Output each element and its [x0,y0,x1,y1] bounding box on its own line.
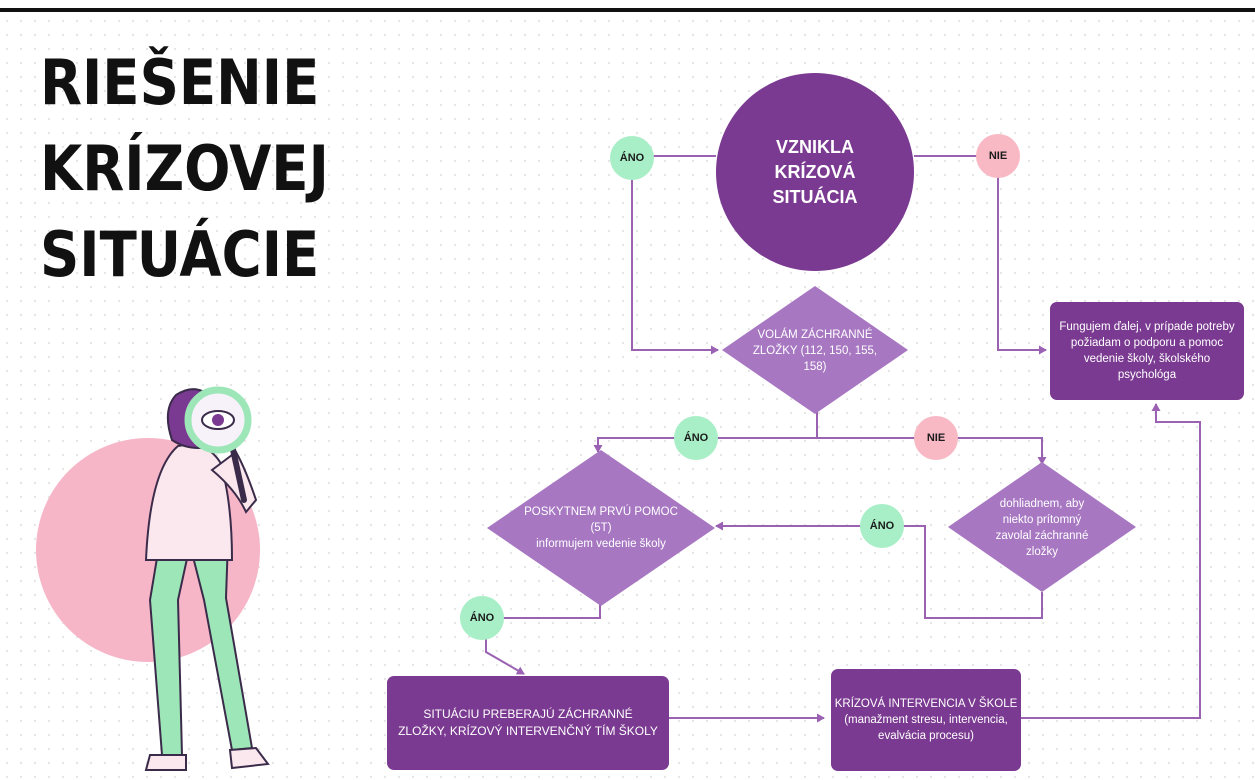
woman-with-magnifier-illustration [36,386,270,771]
label-yes-2: ÁNO [683,432,709,444]
node-start-shape [716,73,914,271]
node-continue-text: Fungujem ďalej, v prípade potreby požiad… [1059,321,1235,381]
label-yes-4: ÁNO [469,612,495,624]
pill-yes-1 [610,136,654,180]
intervention-line-2: (manažment stresu, intervencia, evalváci… [844,714,1008,742]
node-call-text: VOLÁM ZÁCHRANNÉ ZLOŽKY (112, 150, 155, 1… [752,329,878,373]
shoe-right [228,746,270,770]
intervention-line-1: KRÍZOVÁ INTERVENCIA V ŠKOLE [834,698,1018,710]
pill-no-2 [914,416,958,460]
title-line-2: KRÍZOVEJ [40,132,329,205]
first-aid-line-2: (5T) [590,522,612,534]
page-title: RIEŠENIE KRÍZOVEJ SITUÁCIE [40,40,329,298]
first-aid-line-3: informujem vedenie školy [536,538,666,550]
pill-yes-4 [460,596,504,640]
node-first-aid-shape [487,450,715,606]
connectors [485,155,1201,723]
label-yes-3: ÁNO [869,520,895,532]
node-intervention-shape [831,669,1021,771]
node-continue-shape [1050,302,1244,400]
node-first-aid-text: POSKYTNEM PRVÚ POMOC (5T) informujem ved… [512,494,690,562]
title-line-1: RIEŠENIE [40,46,320,119]
magnifier-handle [229,442,247,503]
connector-start-to-yes [631,155,719,355]
shoe-left [144,754,187,771]
pill-yes-3 [860,504,904,548]
pill-no-1 [976,134,1020,178]
connector-start-to-no [914,155,1047,355]
label-no-1: NIE [988,150,1008,162]
top-rule [0,8,1255,12]
node-ensure-text: dohliadnem, aby niekto prítomný zavolal … [995,498,1089,558]
node-intervention-text: KRÍZOVÁ INTERVENCIA V ŠKOLE (manažment s… [834,678,1018,762]
label-yes-1: ÁNO [619,152,645,164]
connector-ensure-to-firstaid [715,521,1043,619]
node-takeover-shape [387,676,669,770]
title-line-3: SITUÁCIE [40,218,320,291]
magnified-pupil [212,414,224,426]
node-call-shape [722,286,908,414]
top-strip [0,0,1255,8]
first-aid-line-1: POSKYTNEM PRVÚ POMOC [524,506,678,518]
connector-intervention-to-continue [1020,403,1201,719]
label-no-2: NIE [926,432,946,444]
node-ensure-shape [948,462,1136,592]
connector-call-to-no [817,437,1047,465]
pill-yes-2 [674,416,718,460]
node-takeover-text: SITUÁCIU PREBERAJÚ ZÁCHRANNÉ ZLOŽKY, KRÍ… [398,707,658,738]
node-start-text: VZNIKLA KRÍZOVÁ SITUÁCIA [772,136,858,207]
